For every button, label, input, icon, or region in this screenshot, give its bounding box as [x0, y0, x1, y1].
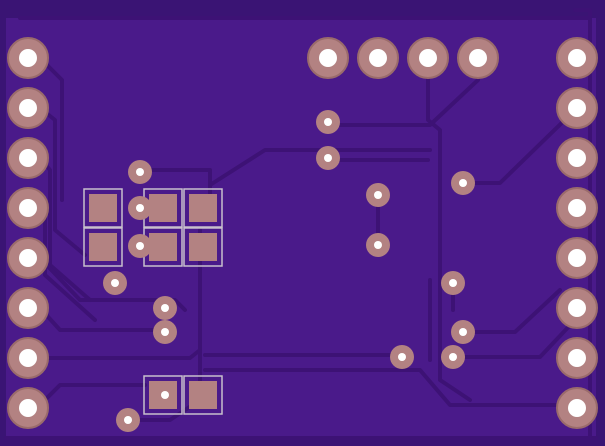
- left-header-pin-drill: [19, 249, 37, 267]
- left-header-pin-drill: [19, 349, 37, 367]
- top-header-pin-drill: [469, 49, 487, 67]
- smd-pad-outline: [143, 375, 183, 415]
- via-drill: [449, 279, 457, 287]
- via-drill: [449, 353, 457, 361]
- left-header-pin-drill: [19, 99, 37, 117]
- smd-pad-outline: [183, 227, 223, 267]
- left-header-pin-drill: [19, 199, 37, 217]
- smd-pad-outline: [83, 188, 123, 228]
- trace: [118, 228, 202, 422]
- via-drill: [161, 328, 169, 336]
- left-header-pin-drill: [19, 149, 37, 167]
- via-drill: [111, 279, 119, 287]
- right-header-pin-drill: [568, 349, 586, 367]
- left-header-pin-drill: [19, 399, 37, 417]
- trace: [38, 256, 187, 312]
- trace: [461, 108, 577, 185]
- via-drill: [374, 241, 382, 249]
- smd-pad-outline: [83, 227, 123, 267]
- smd-pad: [149, 233, 177, 261]
- via-drill: [398, 353, 406, 361]
- via-drill: [124, 416, 132, 424]
- trace: [426, 58, 472, 402]
- via-drill: [324, 154, 332, 162]
- smd-pad: [89, 194, 117, 222]
- via-drill: [459, 179, 467, 187]
- via-drill: [161, 391, 169, 399]
- smd-pad: [189, 233, 217, 261]
- right-header-pin-drill: [568, 49, 586, 67]
- smd-pad: [89, 233, 117, 261]
- smd-pad-outline: [183, 188, 223, 228]
- trace: [38, 348, 202, 360]
- via-drill: [136, 204, 144, 212]
- via-drill: [136, 168, 144, 176]
- top-header-pin-drill: [369, 49, 387, 67]
- top-header-pin-drill: [319, 49, 337, 67]
- left-header-pin-drill: [19, 49, 37, 67]
- smd-pad: [149, 194, 177, 222]
- top-header-pin-drill: [419, 49, 437, 67]
- via-drill: [374, 191, 382, 199]
- via-drill: [161, 304, 169, 312]
- trace: [451, 318, 577, 359]
- right-header-pin-drill: [568, 249, 586, 267]
- header-pin-layer: [7, 37, 598, 429]
- right-header-pin-drill: [568, 299, 586, 317]
- via-drill: [324, 118, 332, 126]
- right-header-pin-drill: [568, 199, 586, 217]
- trace: [138, 168, 212, 202]
- smd-pad: [189, 381, 217, 409]
- right-header-pin-drill: [568, 99, 586, 117]
- via-drill: [459, 328, 467, 336]
- right-header-pin-drill: [568, 399, 586, 417]
- smd-pad-outline: [183, 375, 223, 415]
- trace: [203, 368, 562, 407]
- smd-pad: [189, 194, 217, 222]
- via-drill: [136, 242, 144, 250]
- right-header-pin-drill: [568, 149, 586, 167]
- left-header-pin-drill: [19, 299, 37, 317]
- trace: [461, 288, 562, 334]
- trace: [208, 148, 432, 187]
